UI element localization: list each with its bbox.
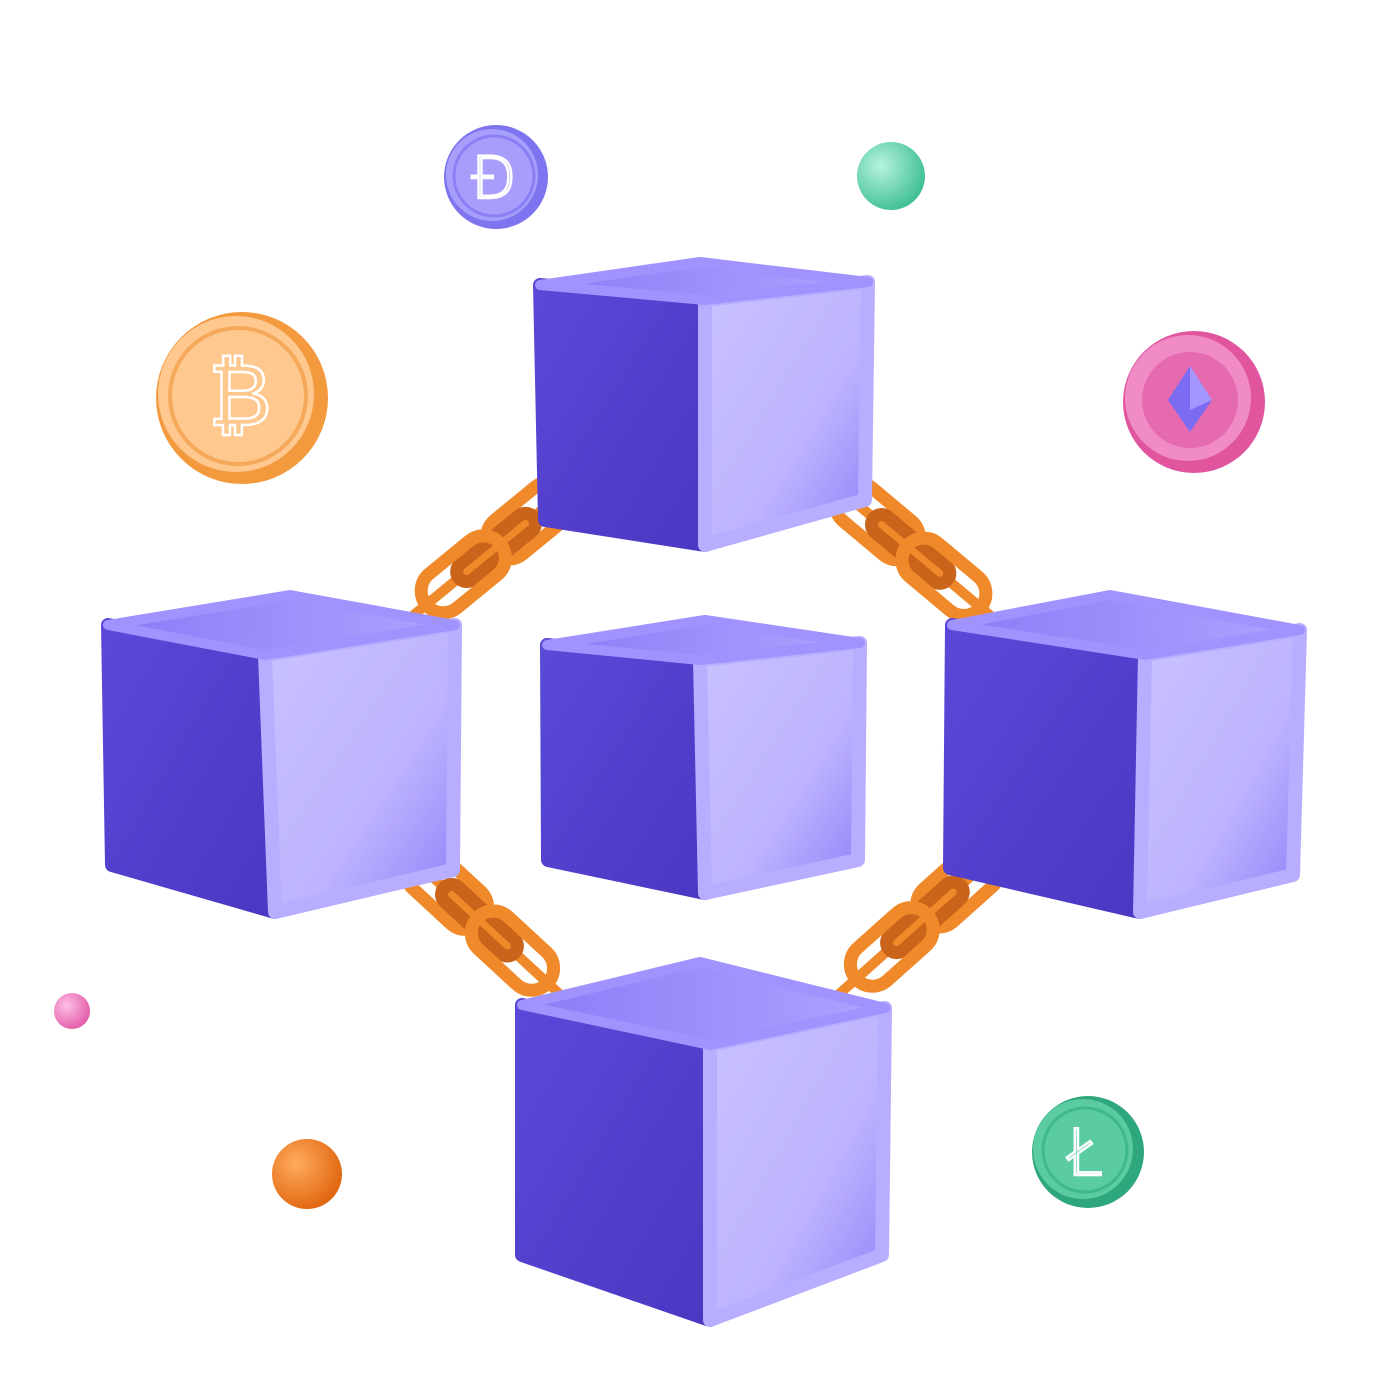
cube-right-face bbox=[1133, 623, 1307, 919]
cube-left-face bbox=[101, 618, 282, 919]
cube-top-face bbox=[103, 590, 460, 660]
chain-link bbox=[843, 901, 940, 993]
litecoin-icon: Ł bbox=[1066, 1117, 1103, 1191]
cube-center bbox=[540, 615, 867, 900]
pink-sphere bbox=[54, 993, 90, 1029]
cube-right bbox=[943, 590, 1307, 919]
bitcoin-icon: ₿ bbox=[208, 346, 272, 446]
cube-top bbox=[533, 257, 875, 552]
cube-right-face bbox=[693, 636, 867, 900]
dogecoin-icon: Đ bbox=[472, 144, 517, 212]
chain-link bbox=[895, 531, 993, 622]
cube-left-face bbox=[515, 998, 717, 1327]
cube-left bbox=[101, 590, 462, 919]
cube-right-face bbox=[698, 275, 875, 552]
litecoin-coin: Ł bbox=[1032, 1096, 1144, 1208]
cube-top-face bbox=[535, 257, 873, 305]
ethereum-coin bbox=[1123, 331, 1265, 473]
cube-bottom bbox=[515, 957, 892, 1327]
dogecoin-coin: Đ bbox=[444, 125, 548, 229]
green-sphere bbox=[857, 142, 925, 210]
cube-top-face bbox=[542, 615, 865, 665]
cube-left-face bbox=[533, 278, 712, 552]
cubes bbox=[101, 257, 1307, 1327]
cube-left-face bbox=[943, 618, 1152, 919]
cube-right-face bbox=[258, 618, 462, 919]
cube-top-face bbox=[517, 957, 890, 1050]
orange-sphere bbox=[272, 1139, 342, 1209]
bitcoin-coin: ₿ bbox=[156, 312, 328, 484]
chain-link bbox=[414, 529, 512, 620]
cube-left-face bbox=[540, 638, 712, 900]
chain-link bbox=[464, 904, 561, 997]
cube-top-face bbox=[947, 590, 1305, 660]
cube-right-face bbox=[703, 1001, 892, 1327]
